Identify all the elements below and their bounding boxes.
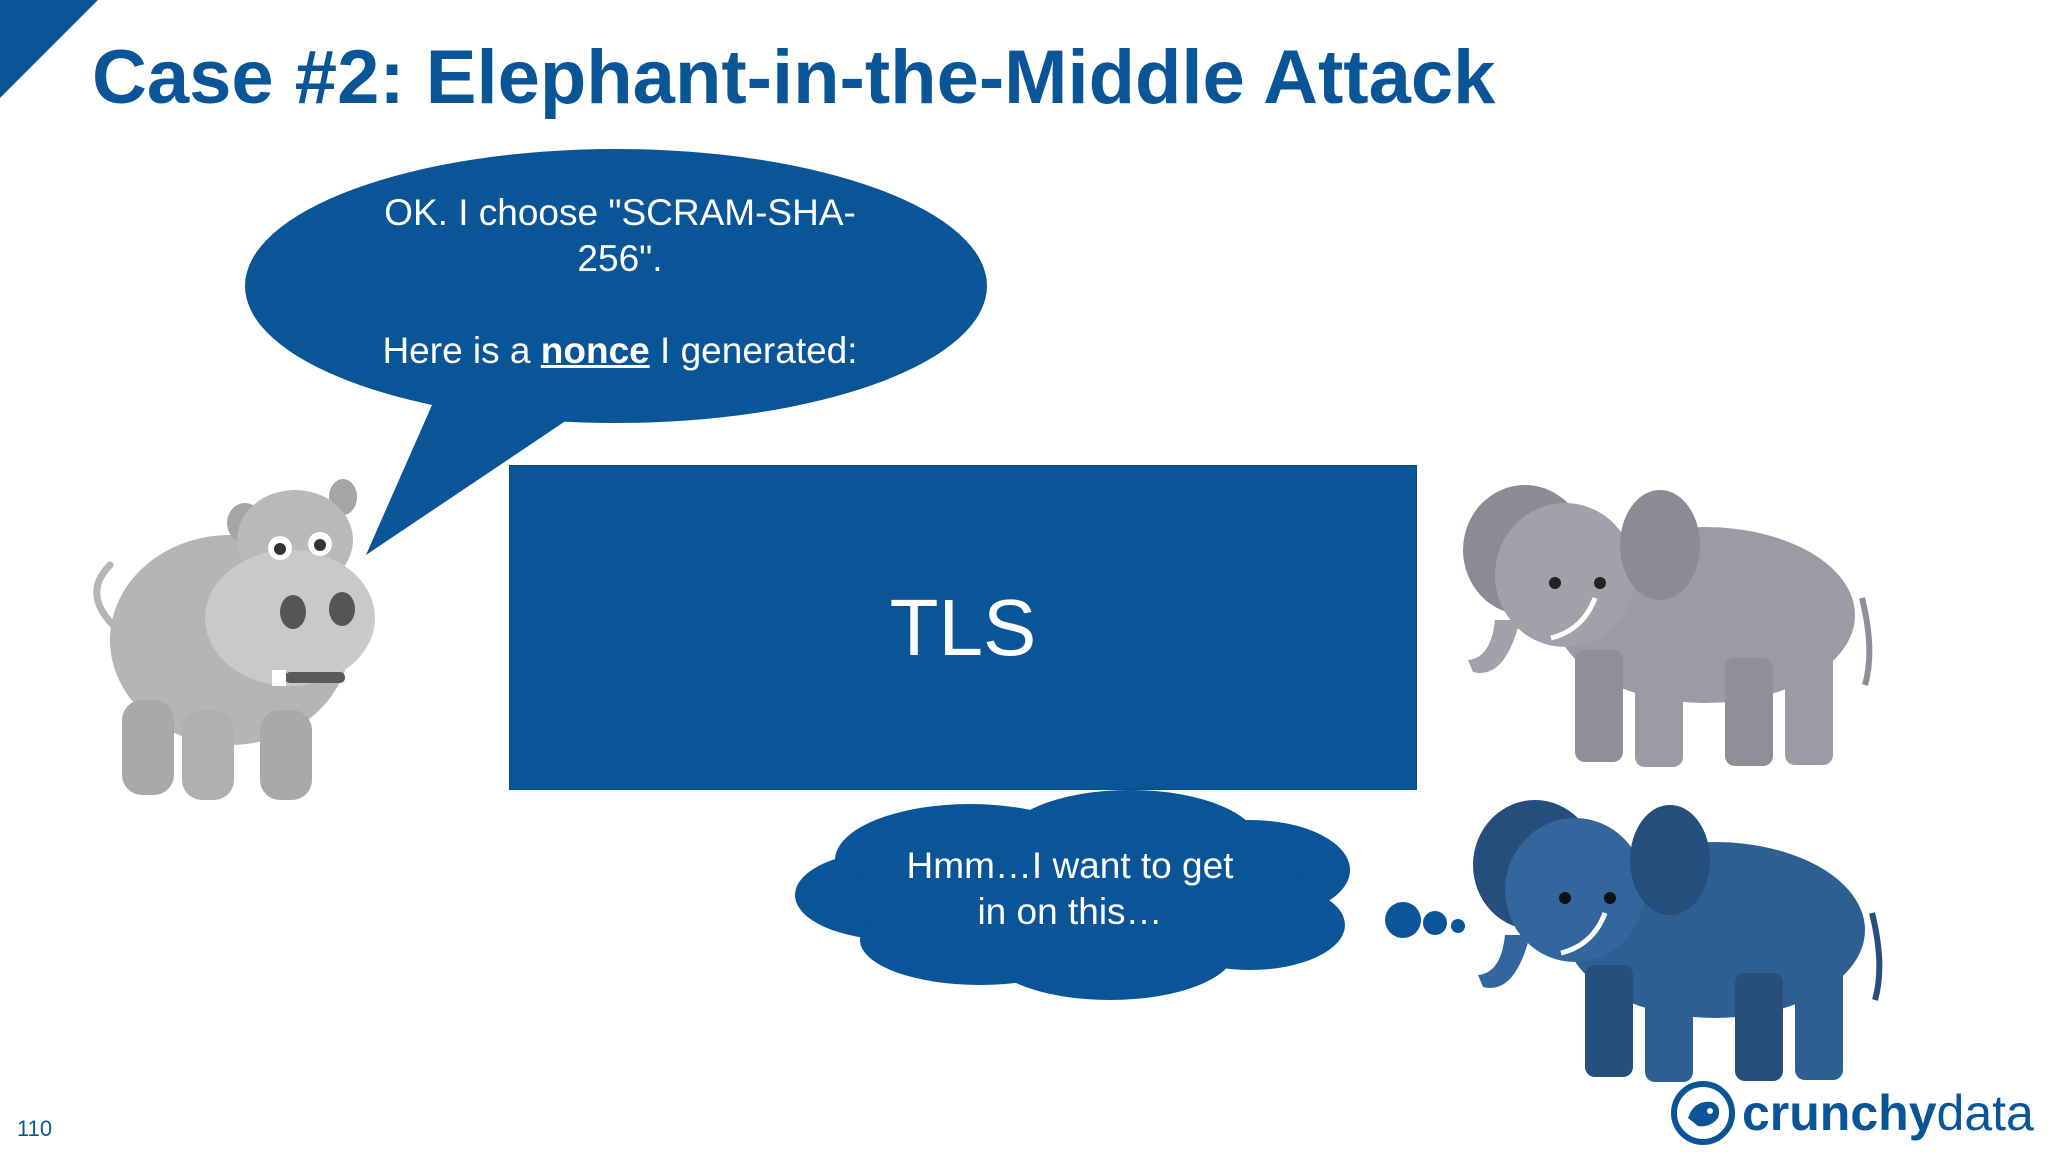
thought-line-2: in on this… bbox=[977, 891, 1163, 932]
nonce-emphasis: nonce bbox=[540, 330, 650, 371]
tls-box: TLS bbox=[509, 465, 1417, 790]
thought-bubble-text: Hmm…I want to get in on this… bbox=[830, 843, 1310, 935]
blue-elephant-icon bbox=[1473, 800, 1883, 1082]
thought-bubble bbox=[795, 790, 1465, 1000]
speech-bubble-text: OK. I choose "SCRAM-SHA- 256". Here is a… bbox=[320, 190, 920, 374]
logo-word-crunchy: crunchy bbox=[1742, 1085, 1937, 1141]
crunchy-logo-icon bbox=[1671, 1081, 1735, 1145]
thought-line-1: Hmm…I want to get bbox=[906, 845, 1234, 886]
slide-number: 110 bbox=[17, 1116, 53, 1141]
speech-line-3-after: I generated: bbox=[649, 330, 858, 371]
speech-bubble bbox=[245, 149, 987, 555]
hippo-icon bbox=[93, 479, 375, 800]
logo-word-data: data bbox=[1936, 1085, 2034, 1141]
speech-line-1: OK. I choose "SCRAM-SHA- bbox=[384, 192, 856, 233]
slide-title: Case #2: Elephant-in-the-Middle Attack bbox=[92, 35, 1496, 120]
speech-line-2: 256". bbox=[577, 238, 663, 279]
speech-line-3: Here is a nonce I generated: bbox=[320, 328, 920, 374]
speech-line-3-before: Here is a bbox=[382, 330, 541, 371]
corner-accent bbox=[0, 0, 98, 98]
gray-elephant-icon bbox=[1463, 485, 1873, 767]
tls-label: TLS bbox=[889, 582, 1037, 672]
